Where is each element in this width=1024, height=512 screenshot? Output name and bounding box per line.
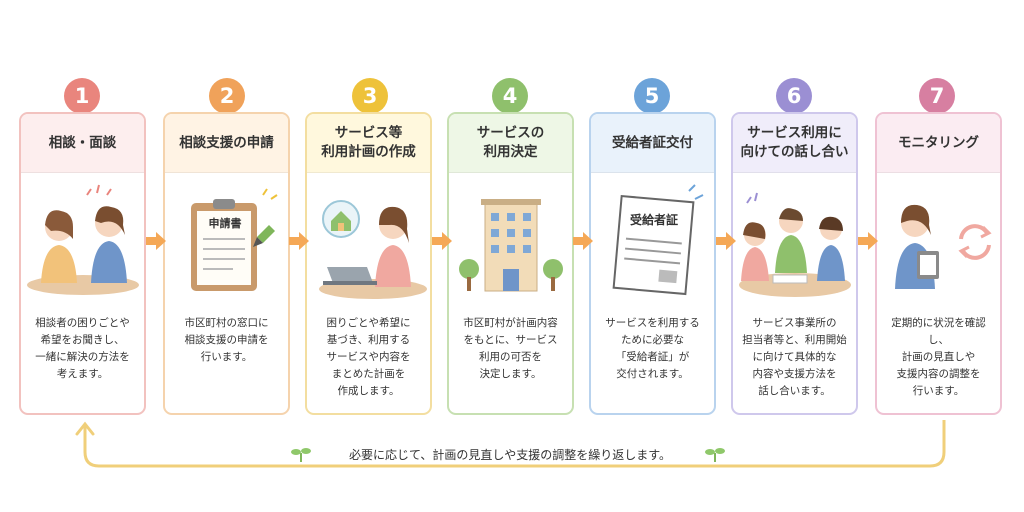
- step-title-1: 相談・面談: [21, 114, 144, 173]
- step-number-4: 4: [492, 78, 528, 114]
- step-card-7: モニタリング 定期的に状況を確認し、 計画の見直しや 支援内容の調整を 行います…: [875, 112, 1002, 415]
- step-desc-2: 市区町村の窓口に 相談支援の申請を 行います。: [184, 317, 269, 363]
- step-desc-1: 相談者の困りごとや 希望をお聞きし、 一緒に解決の方法を 考えます。: [35, 317, 130, 380]
- step-desc-5: サービスを利用する ために必要な 「受給者証」が 交付されます。: [605, 317, 700, 380]
- sprout-icon-right: [705, 448, 725, 462]
- group-meeting-icon: [733, 173, 856, 313]
- step-desc-4: 市区町村が計画内容 をもとに、サービス 利用の可否を 決定します。: [463, 317, 558, 380]
- woman-laptop-icon: [307, 173, 430, 313]
- step-number-2: 2: [209, 78, 245, 114]
- loop-caption: 必要に応じて、計画の見直しや支援の調整を繰り返します。: [348, 448, 672, 462]
- step-card-1: 相談・面談 相談者の困りごとや 希望をお聞きし、 一緒に解決の方法を 考えます。: [19, 112, 146, 415]
- certificate-icon: 受給者証: [591, 173, 714, 313]
- step-card-5: 受給者証交付 受給者証 サービスを利用する ために必要な 「受給者証」が 交付さ…: [589, 112, 716, 415]
- step-number-5: 5: [634, 78, 670, 114]
- step-number-7: 7: [919, 78, 955, 114]
- step-title-4: サービスの 利用決定: [449, 114, 572, 173]
- step-desc-3: 困りごとや希望に 基づき、利用する サービスや内容を まとめた計画を 作成します…: [326, 317, 411, 397]
- step-title-2: 相談支援の申請: [165, 114, 288, 173]
- step-card-3: サービス等 利用計画の作成 困りごとや希望に 基づき、利用する サービスや内容を…: [305, 112, 432, 415]
- clipboard-application-icon: 申請書: [165, 173, 288, 313]
- step-card-6: サービス利用に 向けての話し合い サービス事業所の 担当者等と、利用開始 に向け…: [731, 112, 858, 415]
- application-form-label: 申請書: [208, 217, 242, 230]
- step-card-2: 相談支援の申請 申請書 市区町村の窓口に 相談支援の申請を 行います。: [163, 112, 290, 415]
- monitoring-cycle-icon: [877, 173, 1000, 313]
- city-office-icon: [449, 173, 572, 313]
- step-card-4: サービスの 利用決定 市区町村が計画内容 をもとに、サービス 利用の可否を 決定…: [447, 112, 574, 415]
- sprout-icon-left: [291, 448, 311, 462]
- step-desc-7: 定期的に状況を確認し、 計画の見直しや 支援内容の調整を 行います。: [891, 317, 986, 397]
- step-title-6: サービス利用に 向けての話し合い: [733, 114, 856, 173]
- step-number-3: 3: [352, 78, 388, 114]
- two-people-talking-icon: [21, 173, 144, 313]
- certificate-label: 受給者証: [629, 213, 678, 227]
- step-title-5: 受給者証交付: [591, 114, 714, 173]
- step-title-3: サービス等 利用計画の作成: [307, 114, 430, 173]
- step-desc-6: サービス事業所の 担当者等と、利用開始 に向けて具体的な 内容や支援方法を 話し…: [742, 317, 847, 397]
- step-title-7: モニタリング: [877, 114, 1000, 173]
- step-number-6: 6: [776, 78, 812, 114]
- step-number-1: 1: [64, 78, 100, 114]
